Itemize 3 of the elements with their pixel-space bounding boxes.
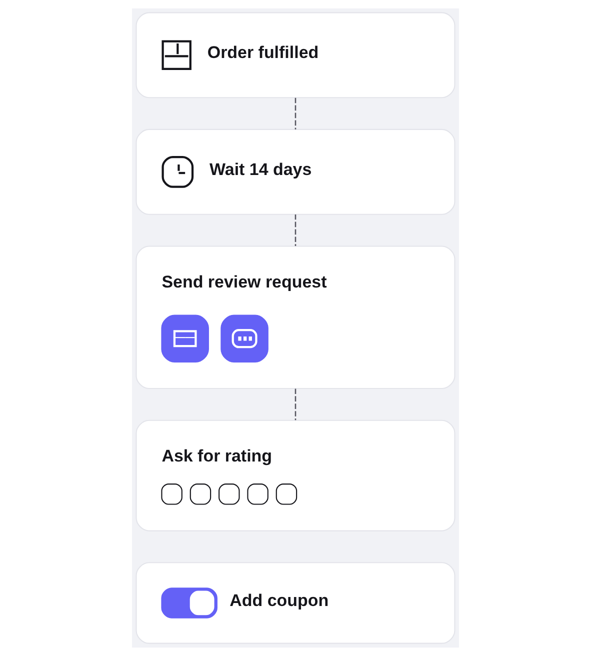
connector [294,98,296,130]
connector [294,388,296,420]
connector [294,214,296,246]
